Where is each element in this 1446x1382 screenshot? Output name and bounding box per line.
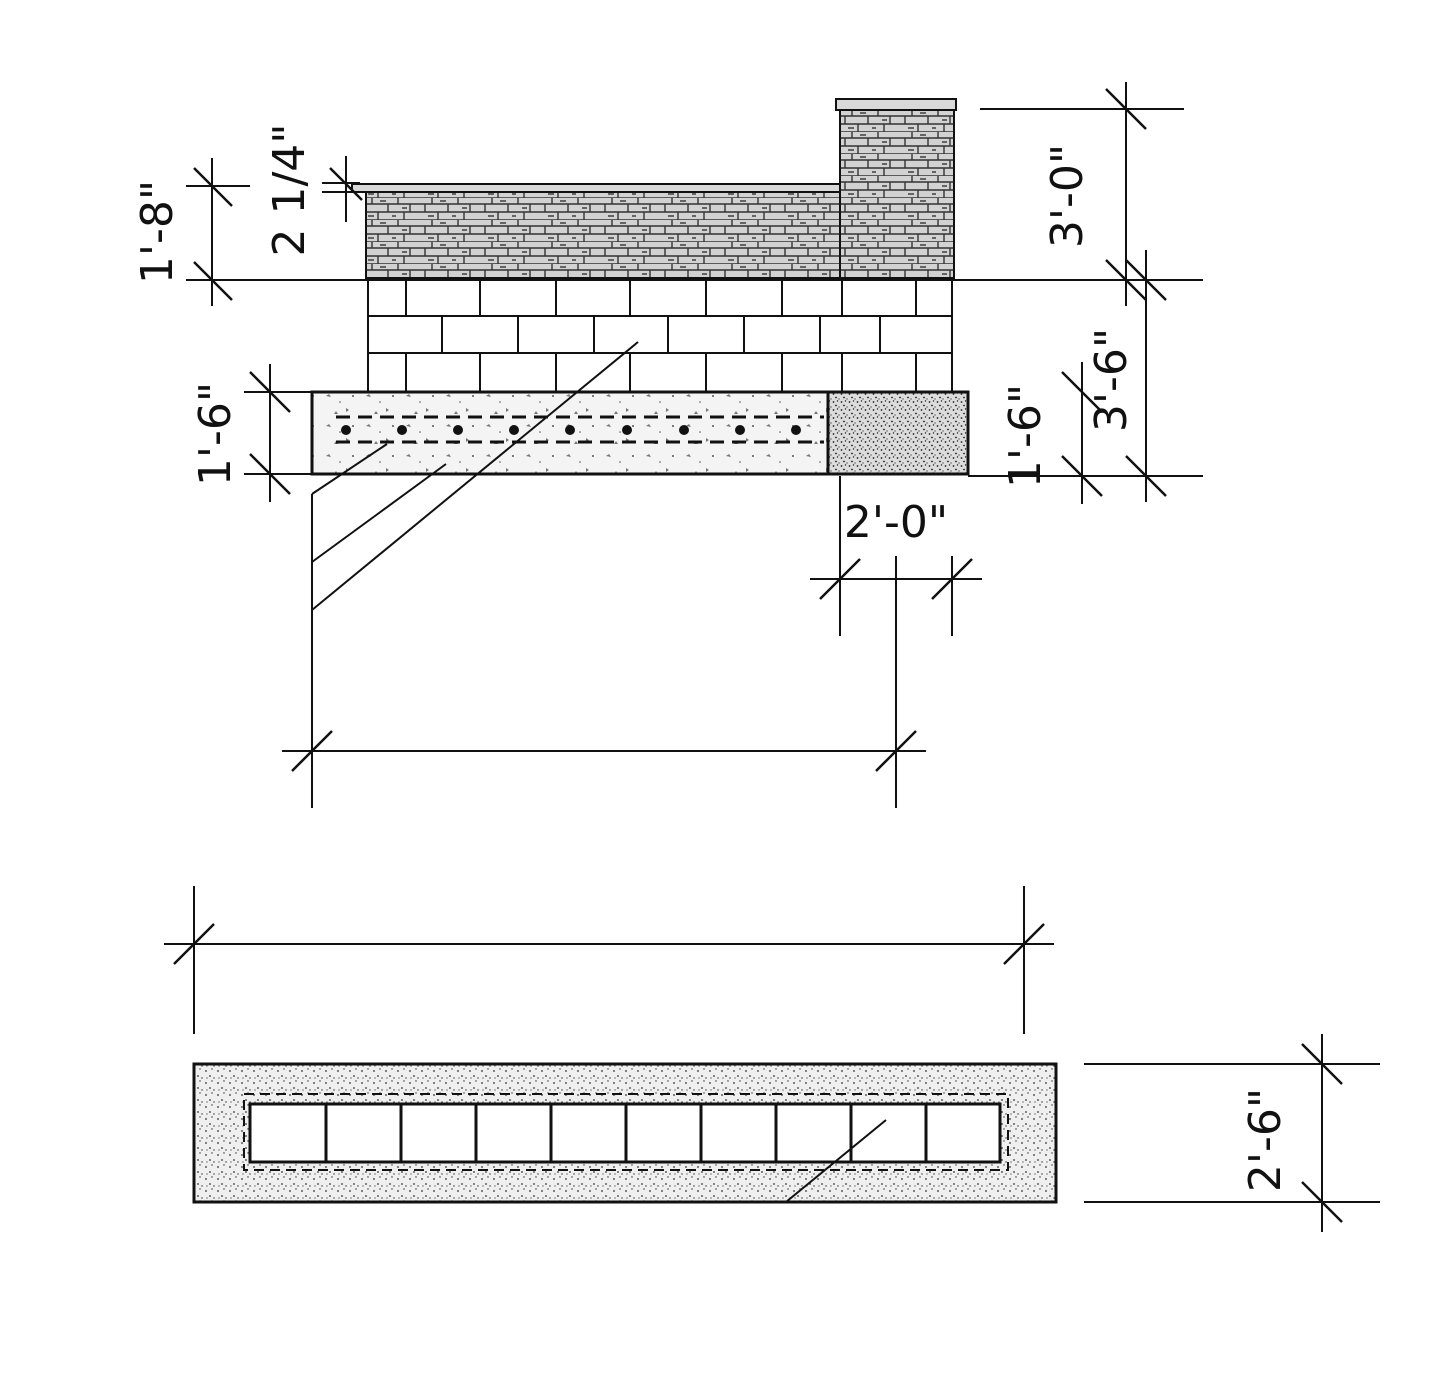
dim-footing-height-left: 1'-6" [190, 382, 241, 486]
dim-footing-height-right: 1'-6" [1000, 384, 1051, 488]
dim-plan-depth: 2'-6" [1240, 1088, 1291, 1192]
wall-cap [351, 183, 843, 193]
dim-cap-height: 1'-8" [132, 180, 183, 284]
pier-cap [835, 98, 957, 111]
cmu-block-courses [367, 279, 953, 393]
pier-stone-veneer [839, 109, 955, 279]
dim-cap-thickness: 2 1/4" [264, 123, 315, 256]
pier-footing [826, 390, 970, 476]
dim-pier-height: 3'-0" [1042, 144, 1093, 248]
stone-veneer-wall [365, 191, 843, 279]
plan-leader-line [785, 1119, 887, 1203]
elevation-view: 2'-0" 1'-8" 2 1/4" 3'-0" 3'-6" 1'-6" [132, 82, 1203, 808]
leader-lines [311, 341, 639, 611]
plan-block-row [248, 1102, 1002, 1164]
plan-view: 2'-6" [164, 886, 1380, 1232]
footing-rebar-dots [341, 425, 801, 435]
dim-wall-height: 3'-6" [1086, 328, 1137, 432]
dim-pier-width: 2'-0" [844, 497, 948, 548]
